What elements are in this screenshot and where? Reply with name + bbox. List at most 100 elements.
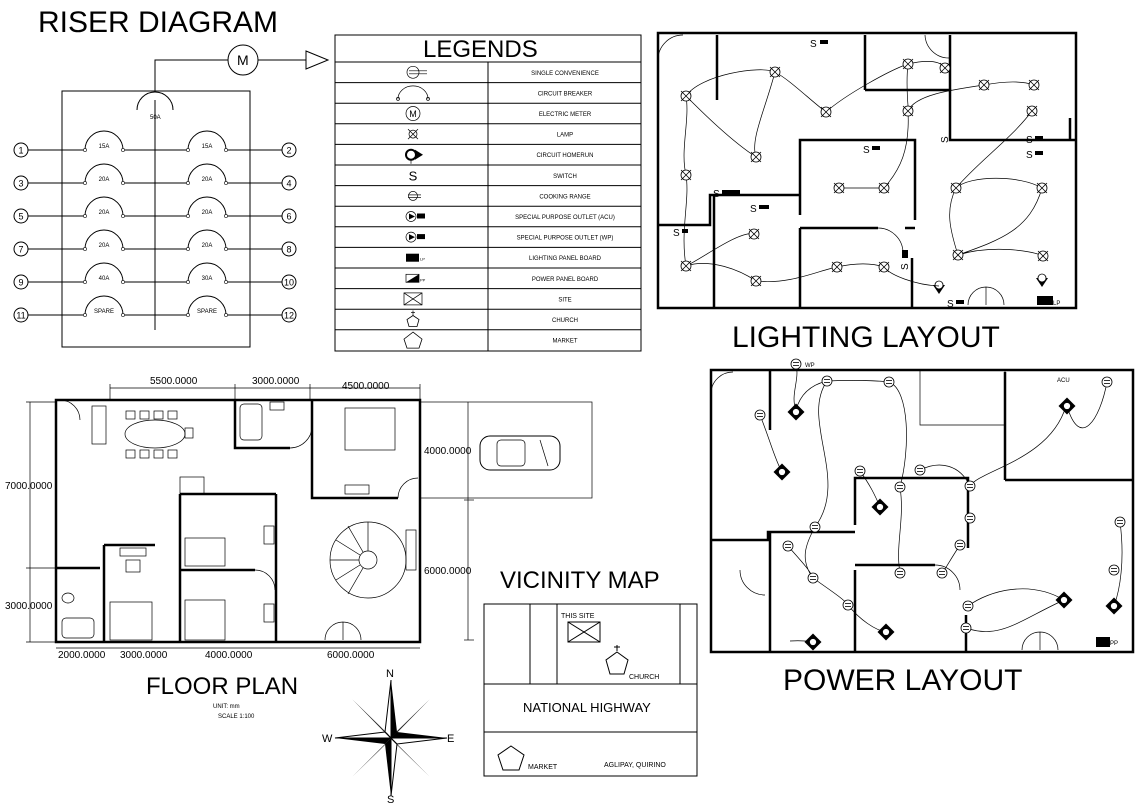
lamp-icon bbox=[1028, 79, 1040, 91]
special-outlet-icon bbox=[871, 498, 889, 516]
svg-text:S: S bbox=[947, 299, 954, 310]
circuit-rating: SPARE bbox=[197, 309, 217, 315]
legend-label: CIRCUIT HOMERUN bbox=[537, 153, 594, 159]
convenience-outlet-icon bbox=[821, 375, 833, 387]
circuit-number: 5 bbox=[18, 212, 23, 222]
lamp-icon bbox=[939, 62, 951, 74]
circuit-rating: 20A bbox=[99, 243, 110, 249]
svg-text:PP: PP bbox=[1110, 641, 1118, 647]
site-icon bbox=[403, 292, 423, 306]
lamp-icon bbox=[769, 66, 781, 78]
spiral-stair-icon bbox=[329, 521, 407, 599]
circuit-rating: 15A bbox=[99, 144, 110, 150]
lamp-icon bbox=[1037, 250, 1049, 262]
svg-text:WP: WP bbox=[805, 363, 815, 369]
acu-outlet-icon bbox=[405, 211, 425, 222]
dim-top-a: 5500.0000 bbox=[150, 376, 198, 387]
special-outlet-icon bbox=[804, 633, 822, 651]
convenience-outlet-icon bbox=[936, 567, 948, 579]
circuit-number: 4 bbox=[286, 179, 291, 189]
market-icon bbox=[497, 745, 525, 771]
svg-text:PP: PP bbox=[420, 277, 426, 282]
special-outlet-icon bbox=[787, 403, 805, 421]
legend-row: CIRCUIT HOMERUN bbox=[335, 143, 641, 164]
power-layout: PP WP ACU POWER LAYOUT bbox=[709, 358, 1135, 697]
circuit-rating: 15A bbox=[202, 144, 213, 150]
vicinity-title: VICINITY MAP bbox=[500, 567, 660, 594]
legend-label: MARKET bbox=[552, 339, 577, 345]
legend-label: SITE bbox=[558, 297, 571, 303]
lamp-icon bbox=[833, 182, 845, 194]
circuit-number: 6 bbox=[286, 212, 291, 222]
compass-rose: N S E W bbox=[322, 668, 454, 806]
lamp-icon bbox=[950, 182, 962, 194]
legend-row: SINGLE CONVENIENCE bbox=[406, 65, 599, 79]
convenience-outlet-icon bbox=[809, 521, 821, 533]
svg-text:M: M bbox=[409, 109, 417, 119]
bed-icon bbox=[344, 407, 396, 451]
circuit-number: 12 bbox=[284, 311, 294, 321]
riser-title: RISER DIAGRAM bbox=[38, 6, 278, 39]
svg-text:S: S bbox=[713, 189, 720, 200]
power-title: POWER LAYOUT bbox=[783, 664, 1022, 697]
power-panel-icon: PP bbox=[405, 273, 426, 283]
wp-outlet-icon bbox=[405, 231, 425, 243]
dim-top-b: 3000.0000 bbox=[252, 376, 300, 387]
convenience-outlet-icon bbox=[1114, 516, 1126, 528]
car-icon bbox=[479, 435, 561, 471]
legend-label: SPECIAL PURPOSE OUTLET (ACU) bbox=[515, 215, 615, 221]
svg-text:S: S bbox=[810, 39, 817, 50]
svg-text:S: S bbox=[409, 168, 418, 183]
circuit-number: 1 bbox=[18, 146, 23, 156]
dim-right-b: 6000.0000 bbox=[424, 566, 472, 577]
circuit-number: 8 bbox=[286, 245, 291, 255]
circuit-breaker-icon bbox=[396, 85, 430, 101]
convenience-outlet-icon bbox=[964, 480, 976, 492]
lighting-panel-icon: LP bbox=[406, 253, 425, 262]
convenience-outlet-icon bbox=[842, 599, 854, 611]
power-outlets bbox=[754, 358, 1126, 651]
circuit-homerun-icon bbox=[405, 148, 423, 164]
circuit-number: 3 bbox=[18, 179, 23, 189]
convenience-outlet-icon bbox=[854, 465, 866, 477]
compass-north: N bbox=[386, 668, 394, 680]
svg-text:S: S bbox=[750, 204, 757, 215]
convenience-outlet-icon bbox=[790, 358, 802, 370]
lamp-icon bbox=[978, 79, 990, 91]
svg-text:S: S bbox=[1026, 150, 1033, 161]
legend-row: SPECIAL PURPOSE OUTLET (ACU) bbox=[335, 205, 641, 222]
legend-row: SITE bbox=[335, 288, 641, 306]
dim-left-b: 3000.0000 bbox=[5, 601, 53, 612]
floor-plan: 5500.0000 3000.0000 4500.0000 7000.0000 … bbox=[5, 376, 593, 720]
convenience-outlet-icon bbox=[782, 540, 794, 552]
lamp-icon bbox=[952, 249, 964, 261]
circuit-number: 9 bbox=[18, 278, 23, 288]
legend-label: SINGLE CONVENIENCE bbox=[531, 71, 599, 77]
main-breaker-rating: 50A bbox=[150, 115, 161, 121]
legend-label: LAMP bbox=[557, 133, 573, 139]
lamp-icon bbox=[750, 275, 762, 287]
legend-label: COOKING RANGE bbox=[539, 194, 590, 200]
convenience-outlet-icon bbox=[1108, 564, 1120, 576]
lamp-icon bbox=[680, 169, 692, 181]
circuit-rating: 20A bbox=[202, 177, 213, 183]
convenience-outlet-icon bbox=[894, 567, 906, 579]
legends-title: LEGENDS bbox=[423, 36, 538, 63]
legend-label: SPECIAL PURPOSE OUTLET (WP) bbox=[517, 236, 614, 242]
lamp-icon bbox=[1036, 182, 1048, 194]
lighting-title: LIGHTING LAYOUT bbox=[732, 321, 1000, 354]
convenience-outlet-icon bbox=[914, 464, 926, 476]
legend-row: CHURCH bbox=[335, 308, 641, 327]
svg-text:S: S bbox=[673, 228, 680, 239]
special-outlet-icon bbox=[773, 463, 791, 481]
dim-bot-a: 2000.0000 bbox=[58, 650, 106, 661]
unit-text: UNIT: mm bbox=[213, 704, 240, 710]
